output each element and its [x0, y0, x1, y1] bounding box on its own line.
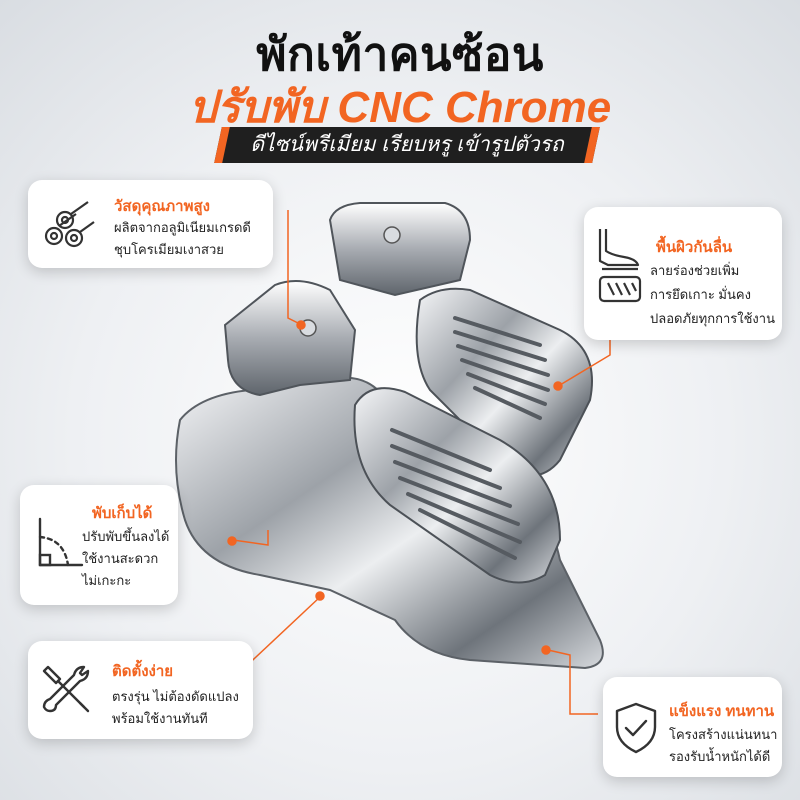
feature-card-anti-slip: พื้นผิวกันลื่น ลายร่องช่วยเพิ่ม การยึดเก…: [584, 207, 782, 340]
leader-lines: [227, 210, 611, 715]
feature-desc-line: ผลิตจากอลูมิเนียมเกรดดี: [114, 220, 251, 235]
feature-desc-line: ชุบโครเมียมเงาสวย: [114, 242, 224, 257]
feature-desc-line: ไม่เกะกะ: [82, 573, 132, 588]
feature-title: แข็งแรง ทนทาน: [669, 703, 775, 720]
feature-desc-line: การยึดเกาะ มั่นคง: [650, 287, 751, 302]
feature-desc-line: โครงสร้างแน่นหนา: [669, 727, 778, 742]
feature-card-durable: แข็งแรง ทนทาน โครงสร้างแน่นหนา รองรับน้ำ…: [603, 677, 782, 777]
feature-desc-line: พร้อมใช้งานทันที: [112, 711, 208, 726]
tools-icon: [42, 665, 90, 713]
product-title: พักเท้าคนซ้อน: [256, 28, 544, 80]
pipes-icon: [44, 201, 95, 248]
feature-title: วัสดุคุณภาพสูง: [114, 198, 210, 215]
feature-desc-line: รองรับน้ำหนักได้ดี: [669, 749, 771, 764]
feature-card-easy-install: ติดตั้งง่าย ตรงรุ่น ไม่ต้องดัดแปลง พร้อม…: [28, 641, 253, 739]
feature-title: พับเก็บได้: [92, 505, 153, 522]
shield-check-icon: [615, 702, 657, 754]
product-subtitle: ปรับพับ CNC Chrome: [188, 83, 612, 132]
feature-desc-line: ตรงรุ่น ไม่ต้องดัดแปลง: [112, 689, 239, 704]
shoe-on-grip-icon: [598, 229, 642, 303]
feature-desc-line: ปลอดภัยทุกการใช้งาน: [650, 311, 775, 326]
feature-card-material: วัสดุคุณภาพสูง ผลิตจากอลูมิเนียมเกรดดี ช…: [28, 180, 273, 268]
footpeg-assembly: [175, 202, 604, 670]
feature-desc-line: ลายร่องช่วยเพิ่ม: [650, 263, 740, 278]
feature-desc-line: ใช้งานสะดวก: [82, 551, 159, 566]
feature-title: ติดตั้งง่าย: [112, 663, 174, 680]
feature-desc-line: ปรับพับขึ้นลงได้: [82, 529, 170, 544]
feature-title: พื้นผิวกันลื่น: [656, 239, 733, 256]
feature-card-foldable: พับเก็บได้ ปรับพับขึ้นลงได้ ใช้งานสะดวก …: [20, 485, 178, 605]
fold-angle-icon: [38, 517, 84, 567]
